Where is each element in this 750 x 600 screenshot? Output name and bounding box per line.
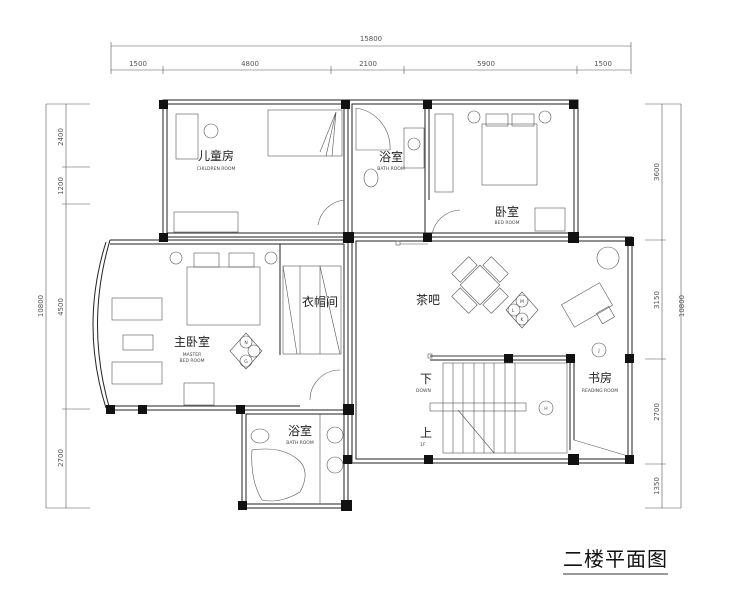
svg-text:G: G (244, 359, 248, 365)
walls (92, 99, 633, 509)
svg-text:1F: 1F (420, 442, 426, 448)
svg-text:4800: 4800 (241, 60, 259, 68)
room-label-bedroom: 卧室 BED ROOM (495, 204, 520, 226)
svg-text:5900: 5900 (477, 60, 495, 68)
svg-text:K: K (521, 317, 525, 323)
svg-text:1350: 1350 (653, 477, 661, 495)
columns (106, 100, 634, 511)
svg-text:书房: 书房 (588, 370, 612, 385)
svg-text:BATH ROOM: BATH ROOM (377, 166, 405, 172)
right-dimension-lines: 10800 3600 3150 2700 1350 (645, 103, 686, 509)
svg-text:1500: 1500 (594, 60, 612, 68)
room-label-study: 书房 READING ROOM (582, 370, 618, 394)
svg-text:4500: 4500 (57, 298, 65, 316)
svg-text:BED ROOM: BED ROOM (180, 358, 205, 364)
svg-text:3600: 3600 (653, 163, 661, 181)
svg-text:浴室: 浴室 (379, 149, 403, 164)
elevation-marker-teabar: M L K (505, 291, 539, 329)
svg-text:2100: 2100 (359, 60, 377, 68)
svg-text:READING ROOM: READING ROOM (582, 388, 618, 394)
room-label-bath-lower: 浴室 BATH ROOM (286, 423, 314, 446)
svg-text:L: L (512, 308, 515, 314)
svg-text:CHILDREN ROOM: CHILDREN ROOM (197, 166, 236, 172)
svg-text:M: M (520, 299, 524, 305)
svg-text:2700: 2700 (57, 449, 65, 467)
svg-text:10800: 10800 (678, 295, 686, 317)
svg-text:主卧室: 主卧室 (174, 334, 210, 349)
svg-text:儿童房: 儿童房 (198, 148, 234, 163)
svg-text:衣帽间: 衣帽间 (302, 294, 338, 309)
staircase[interactable]: 下 DOWN 上 1F (416, 362, 568, 454)
room-label-master-bedroom: 主卧室 MASTER BED ROOM (174, 334, 210, 364)
svg-text:下: 下 (420, 372, 432, 386)
svg-text:2400: 2400 (57, 128, 65, 146)
svg-text:MASTER: MASTER (183, 352, 202, 358)
elevation-marker-master: N G (229, 332, 263, 370)
svg-text:10800: 10800 (37, 295, 45, 317)
left-dimension-lines: 10800 2400 1200 4500 2700 (37, 103, 90, 509)
svg-text:H: H (544, 406, 547, 412)
room-label-tea-bar: 茶吧 (416, 292, 440, 307)
svg-text:1500: 1500 (129, 60, 147, 68)
svg-text:DOWN: DOWN (416, 388, 431, 394)
svg-text:卧室: 卧室 (495, 204, 519, 219)
svg-text:3150: 3150 (653, 291, 661, 309)
top-dimension-lines: 15800 1500 4800 2100 5900 1500 (110, 35, 632, 74)
svg-text:1200: 1200 (57, 177, 65, 195)
svg-text:N: N (244, 340, 247, 346)
elevation-marker-study: J (591, 342, 607, 358)
elevation-marker-stair: H (538, 400, 554, 416)
room-label-bath-upper: 浴室 BATH ROOM (377, 149, 405, 172)
svg-text:BED ROOM: BED ROOM (495, 220, 520, 226)
svg-text:J: J (597, 348, 599, 354)
svg-text:浴室: 浴室 (288, 423, 312, 438)
furniture (111, 107, 620, 502)
drawing-title: 二楼平面图 (563, 543, 668, 575)
svg-text:BATH ROOM: BATH ROOM (286, 440, 314, 446)
svg-text:2700: 2700 (653, 403, 661, 421)
svg-text:上: 上 (420, 426, 432, 440)
svg-text:15800: 15800 (360, 35, 382, 43)
room-label-closet: 衣帽间 (302, 294, 338, 309)
room-label-children-room: 儿童房 CHILDREN ROOM (197, 148, 236, 172)
svg-text:茶吧: 茶吧 (416, 292, 440, 307)
